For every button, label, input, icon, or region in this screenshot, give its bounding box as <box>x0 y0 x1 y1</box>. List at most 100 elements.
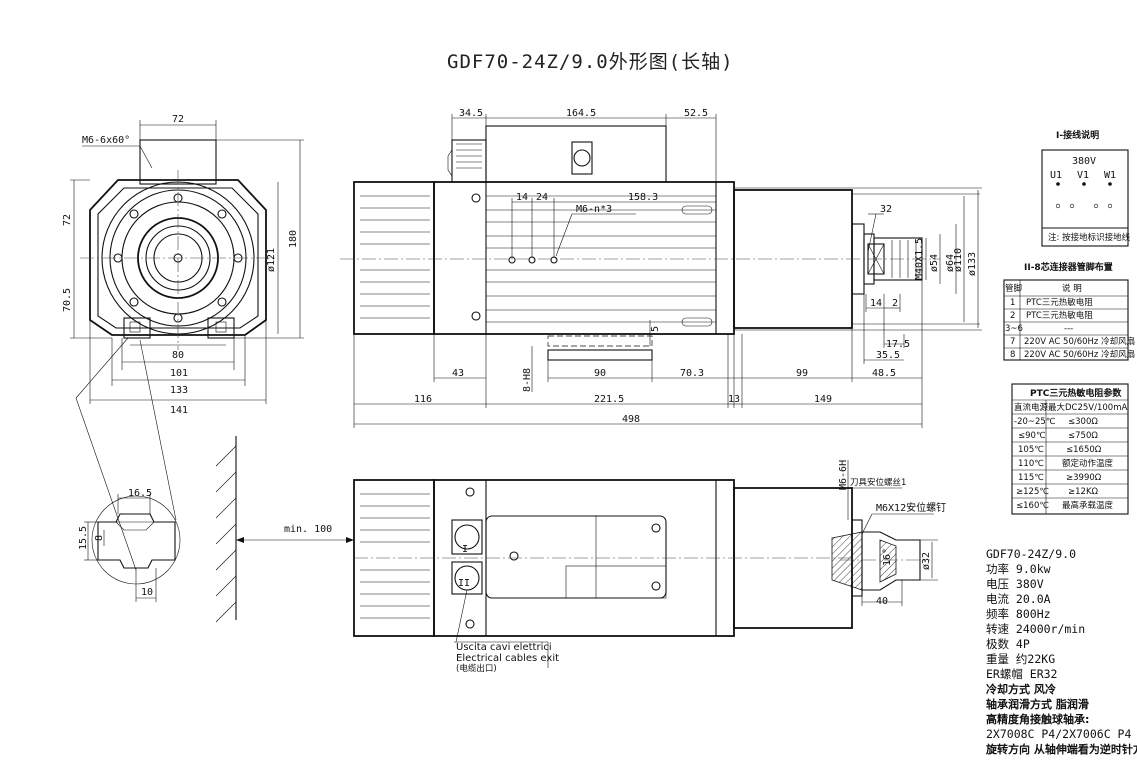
pin-row-7-pin: 7 <box>1010 337 1015 347</box>
m6x12-callout: M6X12安位螺钉 <box>876 501 946 514</box>
wiring-diagram: I-接线说明 380V U1 V1 W1 注: 按接地标识接地线 <box>1041 129 1131 247</box>
pin-row-7-desc: 220V AC 50/60Hz 冷却风扇 <box>1024 336 1135 347</box>
dim-34-5: 34.5 <box>459 108 483 119</box>
pin-header-desc: 说 明 <box>1062 283 1082 294</box>
ptc-row-3-v: ≤1650Ω <box>1066 445 1102 455</box>
dim-front-80: 80 <box>172 350 184 361</box>
pin-row-3-desc: --- <box>1064 324 1073 334</box>
ptc-row-1-v: ≤300Ω <box>1068 417 1098 427</box>
spec-voltage: 电压 380V <box>986 577 1044 591</box>
dim-14: 14 <box>516 192 528 203</box>
connector-i-label: I <box>462 544 468 555</box>
dim-m40: M40X1.5 <box>914 238 925 280</box>
dim-13: 13 <box>728 394 740 405</box>
pin-row-3-pin: 3~6 <box>1005 324 1023 334</box>
ptc-header-2: 最大DC25V/100mA <box>1048 402 1127 413</box>
dim-2: 2 <box>892 298 898 309</box>
dim-hex-32: 32 <box>880 204 892 215</box>
cable-exit-cn: (电缆出口) <box>456 663 497 674</box>
spec-bearing-title: 高精度角接触球轴承: <box>986 712 1089 726</box>
wiring-voltage: 380V <box>1072 156 1096 167</box>
spec-cooling: 冷却方式 风冷 <box>986 682 1056 696</box>
dim-8-h8: 8-H8 <box>522 368 533 392</box>
ptc-row-5-v: ≥3990Ω <box>1066 473 1102 483</box>
spec-lubrication: 轴承润滑方式 脂润滑 <box>986 697 1089 711</box>
dim-158-3: 158.3 <box>628 192 658 203</box>
dim-164-5: 164.5 <box>566 108 596 119</box>
ptc-row-2-v: ≤750Ω <box>1068 431 1098 441</box>
ptc-table: PTC三元热敏电阻参数 直流电源 最大DC25V/100mA -20~25℃ ≤… <box>1011 383 1129 515</box>
dim-17-5: 17.5 <box>886 339 910 350</box>
side-view: 34.5 164.5 52.5 14 24 158.3 M6-n*3 5 43 … <box>340 108 982 428</box>
dim-front-72-top: 72 <box>172 114 184 125</box>
dim-dia54: ø54 <box>929 254 940 272</box>
spec-rotation: 旋转方向 从轴伸端看为逆时针方向 <box>985 742 1137 756</box>
ptc-row-6-v: ≥12KΩ <box>1068 487 1099 497</box>
pin-row-2-pin: 2 <box>1010 311 1015 321</box>
dim-detail-15-5: 15.5 <box>78 526 89 550</box>
pin-row-8-pin: 8 <box>1010 350 1015 360</box>
m6h-callout: M6-6H <box>838 460 849 490</box>
spec-bearings: 2X7008C P4/2X7006C P4 <box>986 727 1131 741</box>
dim-40: 40 <box>876 596 888 607</box>
holes-callout: M6-n*3 <box>576 204 612 215</box>
dim-front-70-5: 70.5 <box>62 288 73 312</box>
min-clearance: min. 100 <box>284 524 332 535</box>
dim-detail-8: 8 <box>94 535 105 541</box>
spec-model: GDF70-24Z/9.0 <box>986 547 1076 561</box>
dim-116: 116 <box>414 394 432 405</box>
dim-14b: 14 <box>870 298 882 309</box>
dim-16deg: 16° <box>882 548 893 566</box>
dim-5: 5 <box>650 326 661 332</box>
front-view: 72 M6-6x60° 72 70.5 180 ø121 80 101 133 … <box>62 114 304 571</box>
dim-221-5: 221.5 <box>594 394 624 405</box>
ptc-row-3-t: 105℃ <box>1018 445 1044 455</box>
wiring-terminal-u1: U1 <box>1050 170 1062 181</box>
dim-front-141: 141 <box>170 405 188 416</box>
dim-dia110: ø110 <box>953 248 964 272</box>
dim-24: 24 <box>536 192 548 203</box>
dim-48-5: 48.5 <box>872 368 896 379</box>
ptc-row-2-t: ≤90℃ <box>1018 431 1046 441</box>
dim-70-3: 70.3 <box>680 368 704 379</box>
wiring-terminal-w1: W1 <box>1104 170 1116 181</box>
pin-row-1-desc: PTC三元热敏电阻 <box>1026 297 1093 308</box>
dim-detail-10: 10 <box>141 587 153 598</box>
dim-498: 498 <box>622 414 640 425</box>
drawing-title: GDF70-24Z/9.0外形图(长轴) <box>447 51 734 73</box>
dim-front-101: 101 <box>170 368 188 379</box>
m6h-label: 刀具安位螺丝1 <box>850 477 906 488</box>
cable-exit-it: Uscita cavi elettrici <box>456 642 552 653</box>
thread-callout: M6-6x60° <box>82 135 130 146</box>
spec-weight: 重量 约22KG <box>986 652 1055 666</box>
ptc-header-1: 直流电源 <box>1014 402 1049 413</box>
tslot-detail: 16.5 15.5 8 10 <box>78 488 181 602</box>
dim-front-133: 133 <box>170 385 188 396</box>
spec-power: 功率 9.0kw <box>986 562 1051 576</box>
dim-99: 99 <box>796 368 808 379</box>
dim-front-180: 180 <box>288 230 299 248</box>
pin-header-pin: 管脚 <box>1005 283 1022 294</box>
ptc-row-7-v: 最高承载温度 <box>1062 500 1114 511</box>
dim-35-5: 35.5 <box>876 350 900 361</box>
spec-er-nut: ER螺帽 ER32 <box>986 667 1057 681</box>
ptc-title: PTC三元热敏电阻参数 <box>1030 387 1122 399</box>
pin-row-8-desc: 220V AC 50/60Hz 冷却风扇 <box>1024 349 1135 360</box>
ptc-row-4-v: 额定动作温度 <box>1062 458 1114 469</box>
ptc-row-1-t: -20~25℃ <box>1014 417 1056 427</box>
ptc-row-4-t: 110℃ <box>1018 459 1044 469</box>
ptc-row-5-t: 115℃ <box>1018 473 1044 483</box>
wiring-title: I-接线说明 <box>1056 129 1099 141</box>
pin-row-2-desc: PTC三元热敏电阻 <box>1026 310 1093 321</box>
dim-52-5: 52.5 <box>684 108 708 119</box>
dim-dia32-nose: ø32 <box>921 552 932 570</box>
wiring-terminal-v1: V1 <box>1077 170 1089 181</box>
spec-current: 电流 20.0A <box>986 592 1051 606</box>
dim-149: 149 <box>814 394 832 405</box>
spec-speed: 转速 24000r/min <box>986 622 1085 636</box>
ptc-row-7-t: ≤160℃ <box>1016 501 1049 511</box>
dim-dia64: ø64 <box>945 254 956 272</box>
dim-front-121: ø121 <box>266 248 277 272</box>
pin-table: II-8芯连接器管脚布置 管脚 说 明 1 PTC三元热敏电阻 2 PTC三元热… <box>1003 261 1135 361</box>
